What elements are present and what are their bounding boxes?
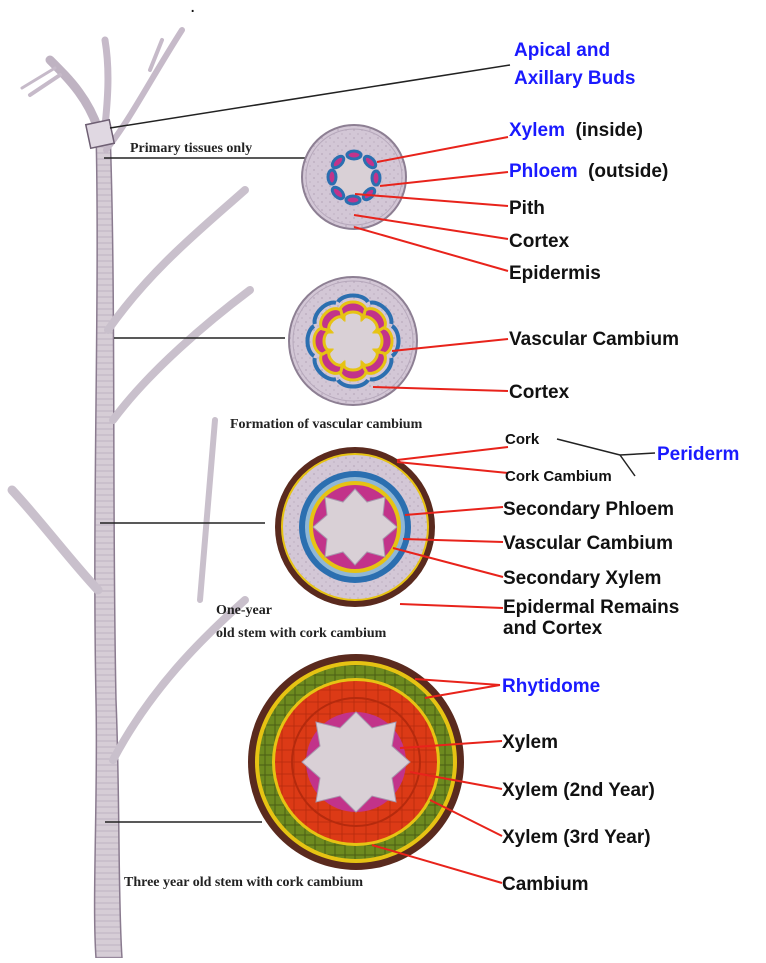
label-phloem-outside-note: (outside) (588, 161, 668, 182)
label-xylem: Xylem (502, 732, 558, 753)
stage2-cross-section (289, 277, 417, 405)
label-xylem-inside: Xylem (inside) (509, 120, 643, 141)
caption-stage1: Primary tissues only (130, 141, 252, 156)
label-epidermal-remains-line2: and Cortex (503, 618, 603, 639)
label-phloem-outside-term: Phloem (509, 161, 578, 182)
label-xylem-3rd-year: Xylem (3rd Year) (502, 827, 651, 848)
label-pith: Pith (509, 198, 545, 219)
label-vascular-cambium-2: Vascular Cambium (503, 533, 673, 554)
stage3-cross-section (275, 447, 435, 607)
label-cortex-1: Cortex (509, 231, 570, 252)
label-apical-line1: Apical and (514, 40, 610, 61)
label-secondary-xylem: Secondary Xylem (503, 568, 661, 589)
label-cork-cambium: Cork Cambium (505, 468, 612, 485)
label-xylem-inside-term: Xylem (509, 120, 565, 141)
label-cortex-2: Cortex (509, 382, 570, 403)
caption-stage2: Formation of vascular cambium (230, 417, 423, 432)
caption-stage3-line1: One-year (216, 603, 272, 618)
label-cork: Cork (505, 431, 540, 448)
top-dot: . (190, 0, 195, 17)
label-secondary-phloem: Secondary Phloem (503, 499, 674, 520)
label-cambium: Cambium (502, 874, 589, 895)
label-epidermal-remains-line1: Epidermal Remains (503, 597, 679, 618)
caption-stage4: Three year old stem with cork cambium (124, 875, 363, 890)
stage4-cross-section (248, 654, 464, 870)
label-epidermis: Epidermis (509, 263, 601, 284)
label-vascular-cambium-1: Vascular Cambium (509, 329, 679, 350)
label-phloem-outside: Phloem (outside) (509, 161, 668, 182)
label-xylem-inside-note: (inside) (575, 120, 643, 141)
caption-stage3-line2: old stem with cork cambium (216, 626, 387, 641)
bud-box (86, 120, 114, 148)
stage1-cross-section (302, 125, 406, 229)
label-periderm: Periderm (657, 444, 739, 465)
label-rhytidome: Rhytidome (502, 676, 600, 697)
label-apical-line2: Axillary Buds (514, 68, 635, 89)
label-xylem-2nd-year: Xylem (2nd Year) (502, 780, 655, 801)
tree-branch (12, 30, 250, 958)
